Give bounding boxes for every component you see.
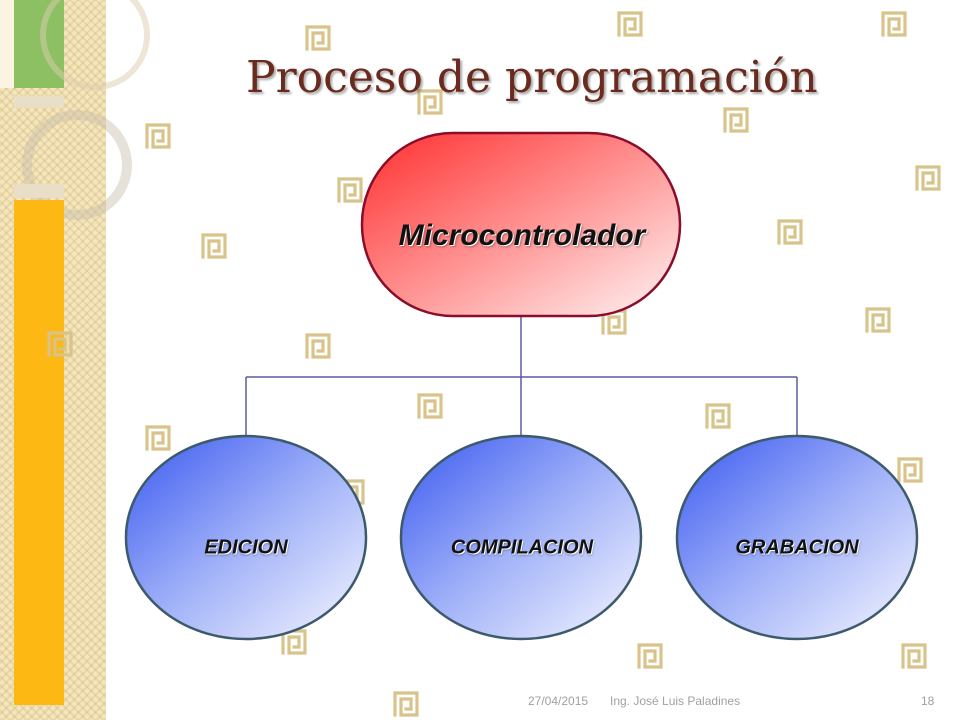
greek-key-icon <box>304 332 332 360</box>
child-node-shape-grabacion <box>675 434 919 641</box>
side-decoration-yellow <box>14 200 64 705</box>
connector-lines <box>245 315 798 436</box>
side-decoration-band <box>14 96 64 108</box>
greek-key-icon <box>636 642 664 670</box>
slide-title: Proceso de programación <box>246 52 818 103</box>
greek-key-icon <box>704 402 732 430</box>
side-decoration-white <box>0 0 14 88</box>
greek-key-icon <box>336 176 364 204</box>
footer-date: 27/04/2015 <box>528 694 589 708</box>
greek-key-icon <box>900 642 928 670</box>
child-node-label-edicion: EDICION <box>204 536 288 559</box>
side-decoration-ring <box>40 0 150 90</box>
greek-key-icon <box>776 218 804 246</box>
child-node-label-grabacion: GRABACION <box>735 536 859 559</box>
greek-key-icon <box>200 232 228 260</box>
root-node-label: Microcontrolador <box>398 219 646 252</box>
greek-key-icon <box>392 690 420 718</box>
greek-key-icon <box>864 306 892 334</box>
child-node-shape-compilacion <box>399 434 643 641</box>
greek-key-icon <box>416 392 444 420</box>
greek-key-icon <box>914 164 942 192</box>
side-decoration-band <box>14 184 64 198</box>
greek-key-icon <box>896 456 924 484</box>
greek-key-icon <box>144 424 172 452</box>
root-node-shape <box>360 131 682 318</box>
greek-key-icon <box>616 10 644 38</box>
greek-key-icon <box>416 88 444 116</box>
child-node-label-compilacion: COMPILACION <box>450 536 594 559</box>
child-node-shape-edicion <box>124 434 368 641</box>
greek-key-icon <box>880 10 908 38</box>
footer-page-number: 18 <box>921 694 935 708</box>
greek-key-icon <box>46 330 74 358</box>
footer-author: Ing. José Luis Paladines <box>610 694 741 708</box>
side-decoration-ring <box>22 110 132 220</box>
greek-key-icon <box>722 106 750 134</box>
greek-key-icon <box>144 122 172 150</box>
greek-key-icon <box>304 24 332 52</box>
